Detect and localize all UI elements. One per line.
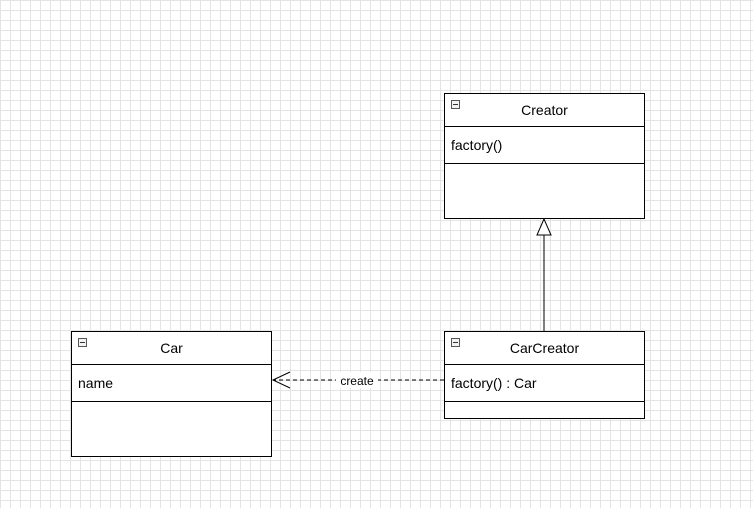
class-car[interactable]: Car name: [71, 331, 272, 457]
class-name: CarCreator: [509, 340, 580, 356]
class-header[interactable]: CarCreator: [445, 332, 644, 365]
class-methods[interactable]: [445, 402, 644, 418]
collapse-icon[interactable]: [451, 100, 460, 109]
class-header[interactable]: Car: [72, 332, 271, 365]
collapse-icon[interactable]: [451, 338, 460, 347]
class-name: Creator: [521, 102, 568, 118]
class-methods[interactable]: [72, 402, 271, 456]
class-car-creator[interactable]: CarCreator factory() : Car: [444, 331, 645, 419]
class-header[interactable]: Creator: [445, 94, 644, 127]
attribute-text: factory(): [451, 137, 503, 153]
class-attributes[interactable]: factory(): [445, 127, 644, 164]
class-attributes[interactable]: name: [72, 365, 271, 402]
class-creator[interactable]: Creator factory(): [444, 93, 645, 219]
dependency-label-bg: [336, 372, 378, 388]
class-name: Car: [160, 340, 183, 356]
class-methods[interactable]: [445, 164, 644, 218]
dependency-arrowhead: [271, 371, 291, 389]
dependency-label: create: [340, 374, 374, 388]
attribute-text: name: [78, 375, 114, 391]
class-attributes[interactable]: factory() : Car: [445, 365, 644, 402]
inheritance-arrowhead: [536, 217, 552, 236]
collapse-icon[interactable]: [78, 338, 87, 347]
attribute-text: factory() : Car: [451, 375, 537, 391]
